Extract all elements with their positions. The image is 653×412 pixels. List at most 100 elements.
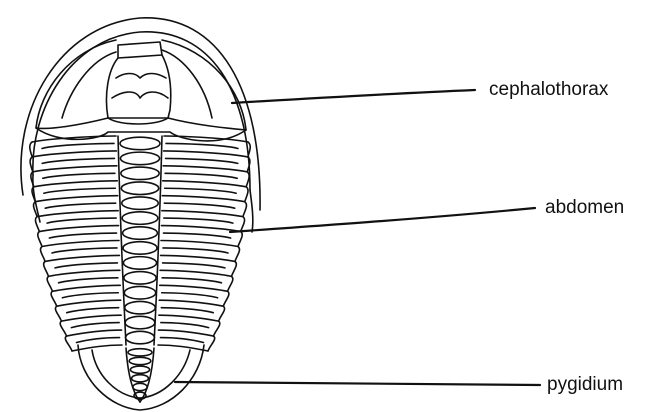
pleural-tip (246, 172, 249, 187)
pleural-segment-line (160, 285, 228, 291)
glabella (106, 42, 170, 124)
axial-ring (124, 286, 155, 299)
pleural-tip (228, 276, 233, 291)
pleural-segment-line (45, 255, 119, 261)
right-genal-spine (250, 190, 253, 232)
pleural-segment-line (158, 345, 208, 351)
pleural-furrow (163, 263, 225, 268)
pleural-furrow (55, 263, 117, 268)
left-cheek (36, 40, 116, 128)
occipital-ring (108, 118, 168, 124)
pleural-furrow (42, 143, 114, 148)
pygidium-axial-ring (129, 357, 151, 364)
axial-ring (120, 152, 159, 165)
pleural-tip (235, 247, 240, 262)
axial-ring (121, 167, 159, 180)
pleural-furrow (52, 248, 117, 253)
pleural-furrow (166, 143, 238, 148)
pleural-furrow (165, 188, 236, 193)
pleural-furrow (67, 308, 119, 313)
pleural-tip (41, 247, 46, 262)
pleural-tip (38, 232, 42, 247)
pleural-segment-line (162, 211, 243, 217)
pleural-tip (47, 276, 52, 291)
pleural-furrow (165, 173, 237, 178)
label-pygidium: pygidium (547, 375, 623, 394)
pleural-furrow (161, 323, 209, 328)
pleural-segment-line (34, 181, 117, 187)
pleural-furrow (163, 233, 230, 238)
glabella-furrow (118, 55, 162, 58)
leader-line-cephalothorax (232, 90, 475, 103)
pygidium-axial-ring (128, 349, 152, 356)
pleural-tip (241, 217, 245, 232)
cheeks (36, 40, 246, 141)
pleural-segment-line (161, 226, 240, 232)
pleural-segment-line (159, 315, 219, 321)
pleural-tip (51, 291, 57, 306)
pleural-tip (44, 261, 49, 276)
axial-ring (123, 242, 157, 255)
pleural-segment-line (158, 330, 213, 336)
pleural-segment-line (33, 166, 117, 172)
pleural-furrow (43, 173, 115, 178)
pleural-furrow (161, 308, 213, 313)
pleural-tip (30, 142, 32, 157)
pleural-tip (231, 261, 236, 276)
axial-ring (126, 331, 155, 344)
pleural-furrow (76, 338, 119, 343)
pleural-segment-line (35, 196, 117, 202)
pleural-furrow (164, 218, 233, 223)
pleural-segment-line (163, 181, 246, 187)
pygidium-axial-ring (130, 366, 149, 373)
pleural-segment-line (72, 345, 122, 351)
pleural-segment-line (161, 241, 238, 247)
axial-ring (124, 272, 156, 285)
label-cephalothorax: cephalothorax (489, 80, 608, 99)
axial-ring (122, 197, 159, 210)
pleural-tip (55, 306, 61, 321)
pleural-tip (238, 232, 242, 247)
pleural-furrow (62, 293, 118, 298)
pleural-furrow (166, 158, 238, 163)
pleural-segment-line (162, 196, 244, 202)
pygidium-axial-ring (133, 383, 147, 390)
pleural-furrow (162, 293, 218, 298)
pleural-furrow (59, 278, 118, 283)
pleural-segment-line (66, 330, 121, 336)
glabella-outline (106, 42, 170, 118)
pleural-furrow (163, 248, 228, 253)
pleural-segment-line (42, 241, 119, 247)
leader-line-pygidium (175, 382, 540, 385)
pleural-tip (65, 336, 72, 351)
pleural-tip (243, 202, 247, 217)
axial-ring (123, 227, 158, 240)
pleural-segment-line (161, 255, 235, 261)
pleural-furrow (164, 203, 234, 208)
pleural-furrow (47, 218, 116, 223)
pleural-segment-line (37, 211, 118, 217)
thorax-segments (30, 136, 250, 351)
pleural-segment-line (32, 151, 116, 157)
axial-ring (123, 257, 156, 270)
axial-ring (125, 301, 156, 314)
pleural-furrow (44, 188, 115, 193)
pygidium-axis-rings (126, 348, 154, 402)
pleural-tip (60, 321, 66, 336)
pleural-segment-line (164, 151, 248, 157)
leader-line-abdomen (230, 208, 535, 232)
pleural-tip (214, 321, 220, 336)
pleural-segment-line (49, 270, 120, 276)
pleural-segment-line (52, 285, 120, 291)
pleural-furrow (160, 338, 203, 343)
axial-ring (121, 182, 158, 195)
glabella-lobe-line (116, 74, 166, 79)
pleural-segment-line (61, 315, 121, 321)
cephalon-outline (21, 18, 260, 232)
pleural-segment-line (160, 270, 231, 276)
right-cheek (162, 40, 246, 130)
pleural-furrow (42, 158, 114, 163)
pleural-tip (223, 291, 229, 306)
pleural-segment-line (159, 300, 223, 306)
